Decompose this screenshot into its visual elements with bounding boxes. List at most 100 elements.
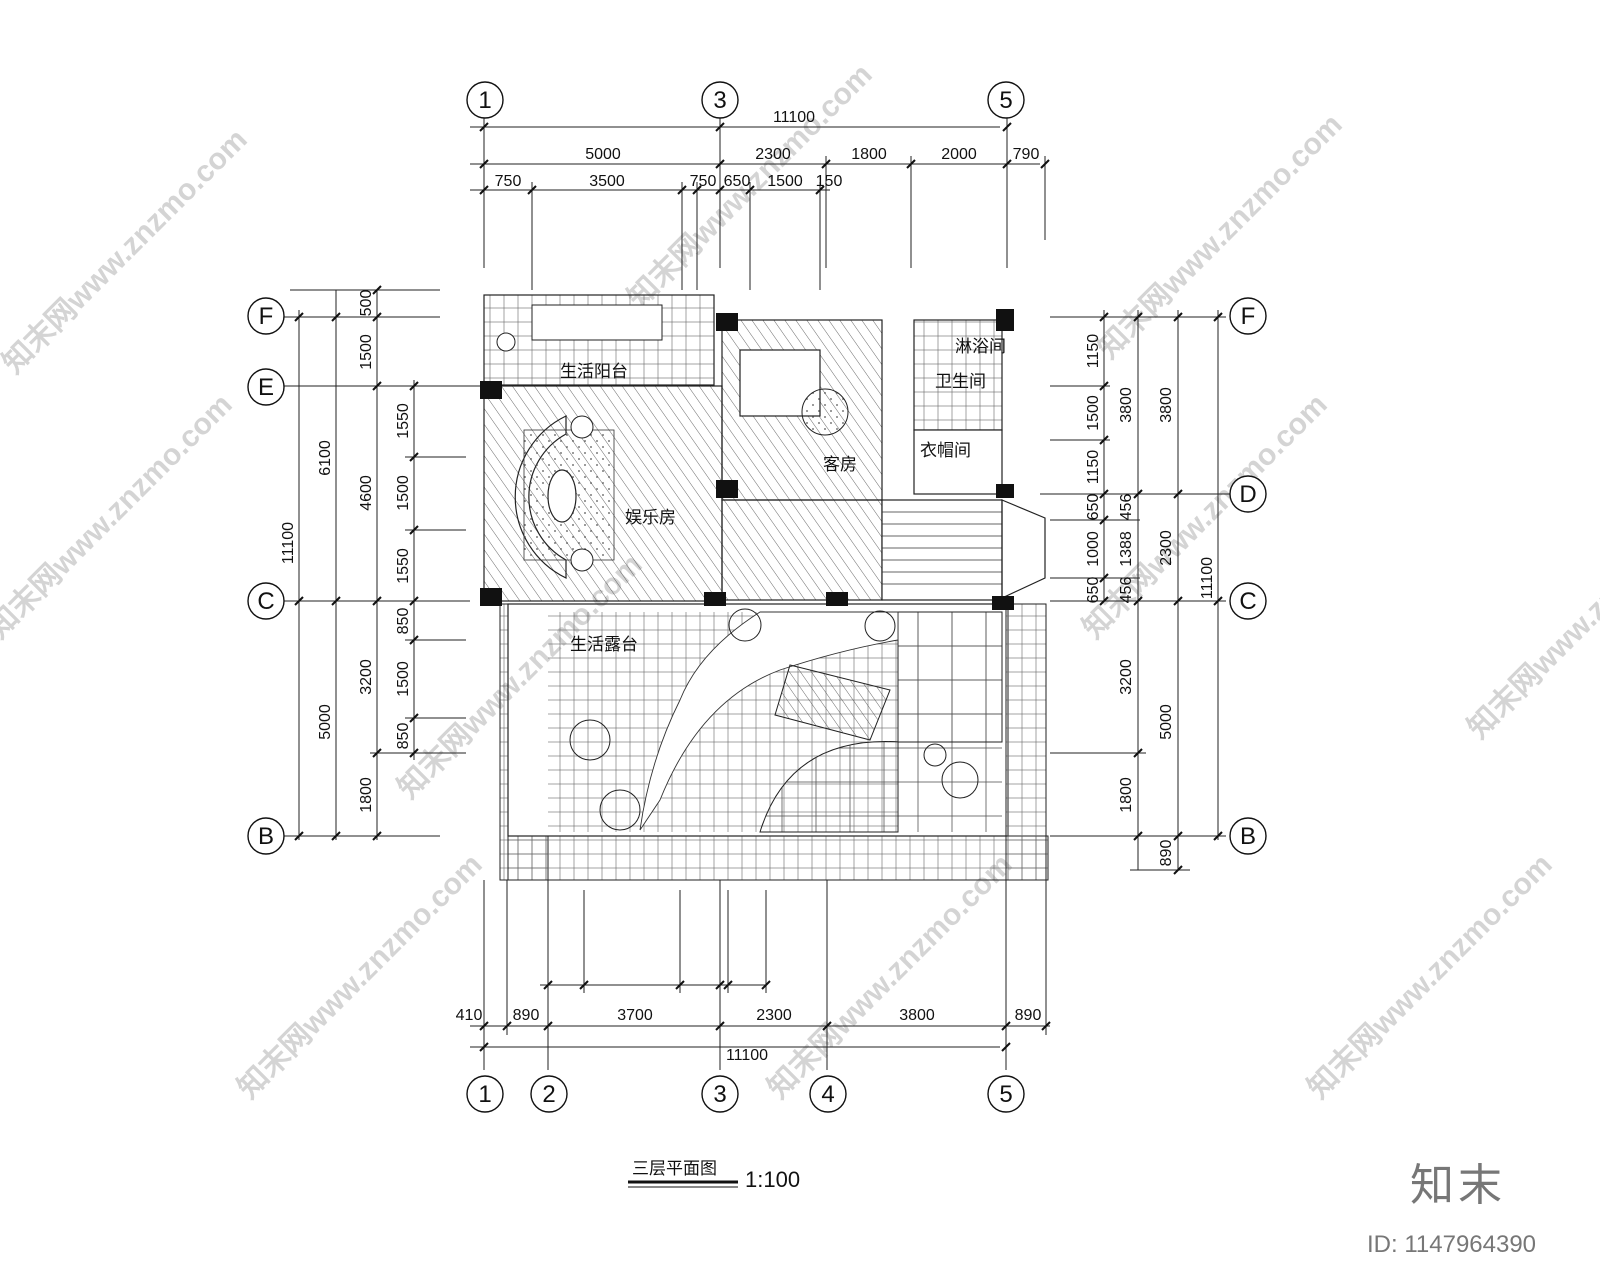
axis-bubble-top-3 <box>701 81 739 119</box>
garden-path <box>639 611 899 831</box>
svg-text:1550: 1550 <box>395 548 412 584</box>
svg-text:3200: 3200 <box>358 659 375 695</box>
svg-text:3500: 3500 <box>589 173 625 190</box>
svg-text:650: 650 <box>1085 577 1102 604</box>
axis-bubbles <box>247 81 1267 1113</box>
axis-bubble-bottom-2 <box>530 1075 568 1113</box>
svg-text:6100: 6100 <box>317 440 334 476</box>
bottom-dimension-text: 410 890 3700 2300 3800 890 11100 <box>456 1007 1042 1064</box>
svg-text:4600: 4600 <box>358 475 375 511</box>
svg-text:1150: 1150 <box>1085 334 1102 369</box>
svg-text:1500: 1500 <box>767 173 803 190</box>
left-dimension-text: 11100 6100 5000 500 1500 4600 3200 1800 … <box>280 290 412 813</box>
room-label-bathroom: 卫生间 <box>935 372 986 391</box>
svg-text:1500: 1500 <box>358 334 375 370</box>
axis-bubble-left-E <box>247 368 285 406</box>
drawing-title-block: 三层平面图 1:100 <box>628 1159 800 1192</box>
svg-text:890: 890 <box>1158 840 1175 867</box>
plant <box>569 719 611 761</box>
svg-text:456: 456 <box>1118 494 1135 521</box>
svg-text:3800: 3800 <box>1118 387 1135 423</box>
watermark-site-text: 知末网www.znzmo.com <box>1302 848 1559 1105</box>
svg-text:1: 1 <box>478 1081 491 1108</box>
svg-text:1550: 1550 <box>395 403 412 439</box>
svg-text:5: 5 <box>999 1081 1012 1108</box>
side-table <box>570 548 594 572</box>
building-plan <box>480 294 1049 881</box>
plant <box>599 789 641 831</box>
svg-text:1150: 1150 <box>1085 450 1102 485</box>
brand-watermark: 知末 ID: 1147964390 <box>1367 1161 1536 1258</box>
axis-bubble-right-D <box>1229 475 1267 513</box>
basin <box>496 332 516 352</box>
svg-text:2300: 2300 <box>1158 530 1175 566</box>
svg-text:2300: 2300 <box>755 146 791 163</box>
svg-text:850: 850 <box>395 608 412 635</box>
room-label-closet: 衣帽间 <box>920 441 971 460</box>
svg-text:5: 5 <box>999 87 1012 114</box>
svg-text:11100: 11100 <box>773 109 815 126</box>
bridge <box>774 664 891 741</box>
svg-text:650: 650 <box>724 173 751 190</box>
staircase <box>882 499 1046 599</box>
svg-text:890: 890 <box>1015 1007 1042 1024</box>
axis-bubble-top-5 <box>987 81 1025 119</box>
svg-text:3800: 3800 <box>1158 387 1175 423</box>
axis-bubble-bottom-1 <box>466 1075 504 1113</box>
svg-text:1800: 1800 <box>1118 777 1135 813</box>
room-label-terrace: 生活露台 <box>570 635 638 654</box>
axis-bubble-labels: 1 3 5 1 2 3 4 5 F E C B F D C B <box>257 87 1256 1108</box>
svg-text:790: 790 <box>1013 146 1040 163</box>
watermark-site-text: 知末网www.znzmo.com <box>1462 488 1600 745</box>
cabinet <box>531 304 663 341</box>
svg-text:850: 850 <box>395 723 412 750</box>
svg-text:5000: 5000 <box>1158 704 1175 740</box>
svg-text:3: 3 <box>713 87 726 114</box>
plant <box>728 608 762 642</box>
svg-text:650: 650 <box>1085 494 1102 521</box>
watermark-site-text: 知末网www.znzmo.com <box>1092 108 1349 365</box>
svg-text:3700: 3700 <box>617 1007 653 1024</box>
svg-text:750: 750 <box>690 173 717 190</box>
svg-text:C: C <box>1239 588 1256 615</box>
axis-bubble-left-B <box>247 817 285 855</box>
axis-bubble-right-C <box>1229 582 1267 620</box>
svg-text:456: 456 <box>1118 577 1135 604</box>
top-dimension-text: 11100 5000 2300 1800 2000 790 750 3500 7… <box>495 109 1040 190</box>
svg-text:E: E <box>258 374 274 401</box>
svg-text:410: 410 <box>456 1007 483 1024</box>
svg-text:2: 2 <box>542 1081 555 1108</box>
axis-bubble-bottom-3 <box>701 1075 739 1113</box>
svg-text:1000: 1000 <box>1085 531 1102 567</box>
right-dimension-text: 1150 1500 1150 650 1000 650 456 1388 456… <box>1085 334 1216 867</box>
image-id-text: ID: 1147964390 <box>1367 1231 1536 1258</box>
svg-text:5000: 5000 <box>585 146 621 163</box>
axis-bubble-left-F <box>247 297 285 335</box>
brand-logo-text: 知末 <box>1410 1161 1506 1210</box>
side-table <box>570 415 594 439</box>
watermark-site-text: 知末网www.znzmo.com <box>0 388 239 645</box>
axis-bubble-bottom-5 <box>987 1075 1025 1113</box>
watermark-site-text: 知末网www.znzmo.com <box>762 848 1019 1105</box>
axis-bubble-top-1 <box>466 81 504 119</box>
svg-text:2000: 2000 <box>941 146 977 163</box>
round-rug <box>801 388 849 436</box>
svg-text:5000: 5000 <box>317 704 334 740</box>
stone <box>941 761 979 799</box>
svg-text:500: 500 <box>358 290 375 317</box>
drawing-scale: 1:100 <box>745 1167 800 1192</box>
svg-text:3800: 3800 <box>899 1007 935 1024</box>
axis-bubble-bottom-4 <box>809 1075 847 1113</box>
svg-text:F: F <box>1241 303 1256 330</box>
svg-text:1800: 1800 <box>851 146 887 163</box>
svg-text:890: 890 <box>513 1007 540 1024</box>
watermark-site-text: 知末网www.znzmo.com <box>232 848 489 1105</box>
svg-text:11100: 11100 <box>726 1047 768 1064</box>
svg-text:1500: 1500 <box>395 661 412 697</box>
axis-bubble-left-C <box>247 582 285 620</box>
svg-text:1: 1 <box>478 87 491 114</box>
watermark-site-text: 知末网www.znzmo.com <box>0 123 254 380</box>
svg-text:1388: 1388 <box>1118 531 1135 567</box>
svg-text:150: 150 <box>816 173 843 190</box>
